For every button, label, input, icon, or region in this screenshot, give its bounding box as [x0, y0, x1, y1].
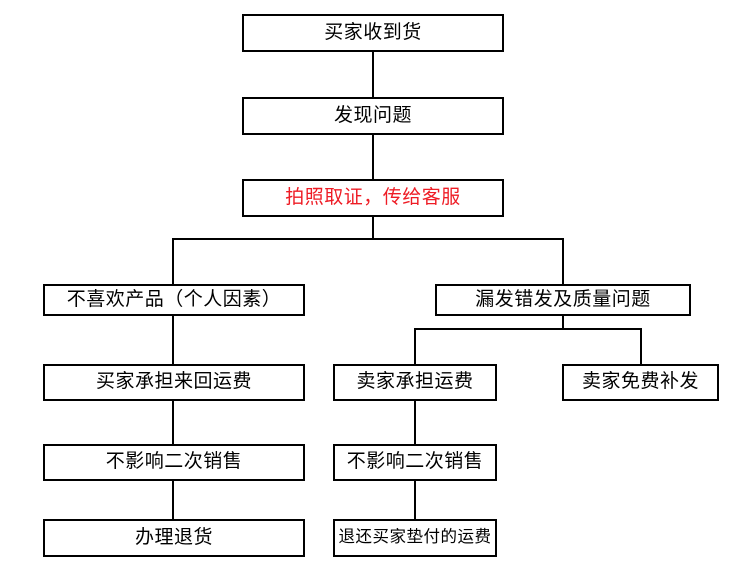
connector-split-bar-top: [172, 238, 564, 240]
flow-node-label: 买家承担来回运费: [95, 370, 252, 392]
flow-node-label: 办理退货: [134, 525, 213, 548]
flow-node-buyer-received[interactable]: 买家收到货: [242, 14, 504, 52]
connector-split-right-n5: [562, 238, 564, 284]
flow-node-label: 拍照取证，传给客服: [285, 185, 461, 208]
connector-split-left-n4: [172, 238, 174, 284]
flow-node-buyer-pays-roundtrip[interactable]: 买家承担来回运费: [43, 364, 305, 401]
connector-n6-n9: [172, 401, 174, 444]
flow-node-seller-pays-shipping[interactable]: 卖家承担运费: [333, 364, 497, 401]
flow-node-dislike-product[interactable]: 不喜欢产品（个人因素）: [43, 284, 305, 316]
connector-n4-n6: [172, 316, 174, 364]
connector-n3-down: [372, 217, 374, 239]
flow-node-label: 买家收到货: [324, 20, 422, 43]
flow-node-found-problem[interactable]: 发现问题: [242, 97, 504, 135]
connector-split-bar-right: [414, 328, 642, 330]
connector-n5-down: [562, 316, 564, 329]
connector-n9-n11: [172, 481, 174, 519]
flow-node-seller-free-reship[interactable]: 卖家免费补发: [562, 364, 719, 401]
flow-node-label: 退还买家垫付的运费: [338, 526, 492, 546]
flow-node-photo-evidence[interactable]: 拍照取证，传给客服: [242, 179, 504, 217]
connector-split-right-n7: [414, 328, 416, 364]
flow-node-no-resale-impact-left[interactable]: 不影响二次销售: [43, 444, 305, 481]
flow-node-missing-wrong-quality[interactable]: 漏发错发及质量问题: [435, 284, 691, 316]
connector-split-right-n8: [640, 328, 642, 364]
flow-node-label: 发现问题: [333, 103, 412, 126]
flow-node-label: 不影响二次销售: [105, 450, 243, 472]
connector-n1-n2: [372, 52, 374, 97]
flow-node-no-resale-impact-middle[interactable]: 不影响二次销售: [333, 444, 497, 481]
connector-n2-n3: [372, 135, 374, 179]
flow-node-label: 卖家免费补发: [581, 370, 699, 392]
flow-node-label: 漏发错发及质量问题: [475, 287, 651, 310]
flow-node-label: 卖家承担运费: [356, 370, 474, 392]
flow-node-label: 不喜欢产品（个人因素）: [66, 287, 282, 310]
connector-n7-n10: [414, 401, 416, 444]
connector-n10-n12: [414, 481, 416, 519]
flow-node-process-return[interactable]: 办理退货: [43, 519, 305, 557]
flow-node-label: 不影响二次销售: [346, 450, 484, 472]
flow-node-refund-prepaid-shipping[interactable]: 退还买家垫付的运费: [333, 519, 497, 557]
